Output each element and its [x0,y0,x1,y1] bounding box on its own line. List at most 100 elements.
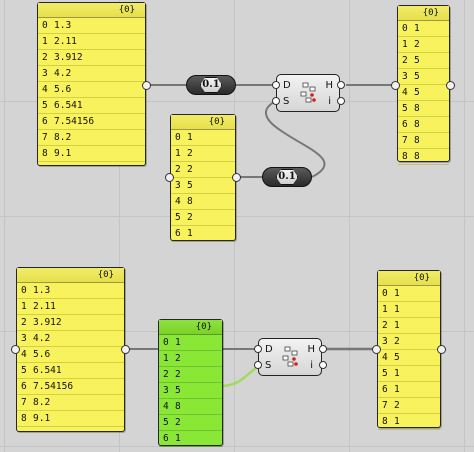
row-index: 4 [402,87,408,98]
panel-input-grip[interactable] [165,173,174,182]
input-port[interactable] [272,81,280,89]
row-index: 1 [175,148,181,159]
row-value: 2 [394,336,400,347]
input-s-label: S [265,360,272,371]
row-value: 5 [187,180,193,191]
row-index: 0 [402,23,408,34]
row-index: 5 [402,103,408,114]
row-value: 2.11 [54,36,77,47]
row-value: 2 [394,400,400,411]
row-index: 7 [402,135,408,146]
row-value: 2 [175,353,181,364]
row-index: 7 [382,400,388,411]
row-index: 4 [21,349,27,360]
input-port[interactable] [272,97,280,105]
panel-header: {0} [38,3,145,18]
wire[interactable] [265,100,326,178]
row-value: 9.1 [33,413,51,424]
input-d-label: D [283,80,291,91]
input-s-label: S [283,96,290,107]
row-index: 8 [21,413,27,424]
panel-input-grip[interactable] [372,345,381,354]
row-value: 1 [187,228,193,239]
output-port[interactable] [319,345,327,353]
row-index: 6 [163,433,169,444]
row-value: 2 [187,164,193,175]
row-value: 8.2 [33,397,51,408]
input-port[interactable] [254,361,262,369]
panel-output-grip[interactable] [446,81,455,90]
output-port[interactable] [337,81,345,89]
wire-selected[interactable] [222,366,257,388]
output-port[interactable] [319,361,327,369]
component-top[interactable]: D S H i [276,74,340,112]
row-value: 5 [414,87,420,98]
row-index: 5 [163,417,169,428]
panel-output-grip[interactable] [142,81,151,90]
relay-node[interactable]: 0.1 [262,167,312,187]
row-index: 7 [21,397,27,408]
panel-output-grip[interactable] [121,345,130,354]
output-port[interactable] [337,97,345,105]
row-value: 5 [175,385,181,396]
row-value: 1 [175,433,181,444]
input-d-label: D [265,344,273,355]
row-index: 5 [382,368,388,379]
component-bottom[interactable]: D S H i [258,338,322,376]
input-port[interactable] [254,345,262,353]
row-index: 3 [21,333,27,344]
row-value: 8 [414,135,420,146]
row-value: 8 [414,103,420,114]
row-value: 1 [394,320,400,331]
output-i-label: i [310,360,313,371]
panel-header: {0} [378,271,440,286]
panel-input-grip[interactable] [391,81,400,90]
row-index: 5 [42,100,48,111]
row-index: 6 [175,228,181,239]
panel-input-grip[interactable] [11,345,20,354]
panel-header: {0} [171,115,235,130]
panel-output-grip[interactable] [232,173,241,182]
row-index: 8 [402,151,408,162]
row-value: 1.3 [54,20,72,31]
row-value: 7.54156 [33,381,74,392]
row-value: 7.54156 [54,116,95,127]
row-index: 2 [175,164,181,175]
row-index: 8 [42,148,48,159]
relay-node[interactable]: 0.1 [186,75,236,95]
panel-header: {0} [159,320,222,335]
row-value: 2.11 [33,301,56,312]
row-value: 1 [414,23,420,34]
panel-output-grip[interactable] [437,345,446,354]
